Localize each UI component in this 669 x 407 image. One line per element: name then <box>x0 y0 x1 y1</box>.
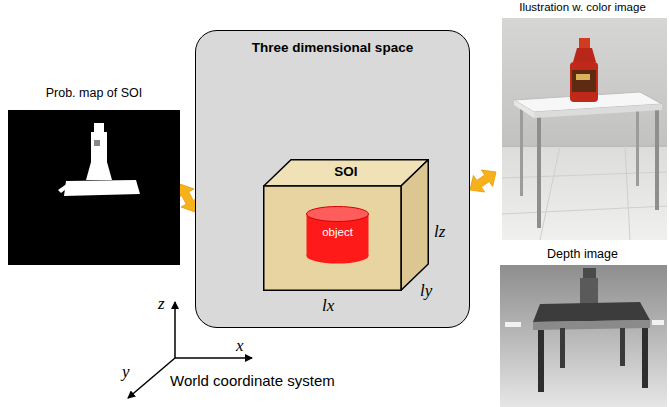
node-text: Depth image <box>496 247 669 262</box>
node-text: Three dimensional space <box>196 40 469 56</box>
x-axis <box>175 357 252 359</box>
depth-image <box>500 265 667 407</box>
node-text: object <box>306 226 369 240</box>
dimension-label: ly <box>420 281 432 301</box>
z-axis <box>174 302 176 358</box>
axis-label: z <box>158 294 165 314</box>
double-arrow <box>470 170 496 192</box>
dimension-label: lz <box>434 222 445 242</box>
axis-caption: World coordinate system <box>170 372 335 389</box>
soi-cuboid: SOI object <box>263 159 429 291</box>
probability-map-panel: Prob. map of SOI <box>8 86 180 265</box>
node-text: Prob. map of SOI <box>8 86 180 101</box>
node-text: Ilustration w. color image <box>496 1 669 15</box>
object-cylinder: object <box>306 206 369 264</box>
color-photo <box>502 18 667 240</box>
y-axis <box>128 358 175 398</box>
dimension-label: lx <box>322 296 334 316</box>
depth-image-panel: Depth image <box>496 247 669 407</box>
axis-label: y <box>122 362 130 382</box>
node-text: SOI <box>263 164 429 180</box>
probability-map <box>8 110 180 265</box>
color-image-panel: Ilustration w. color image <box>496 0 669 240</box>
axis-label: x <box>236 336 244 356</box>
